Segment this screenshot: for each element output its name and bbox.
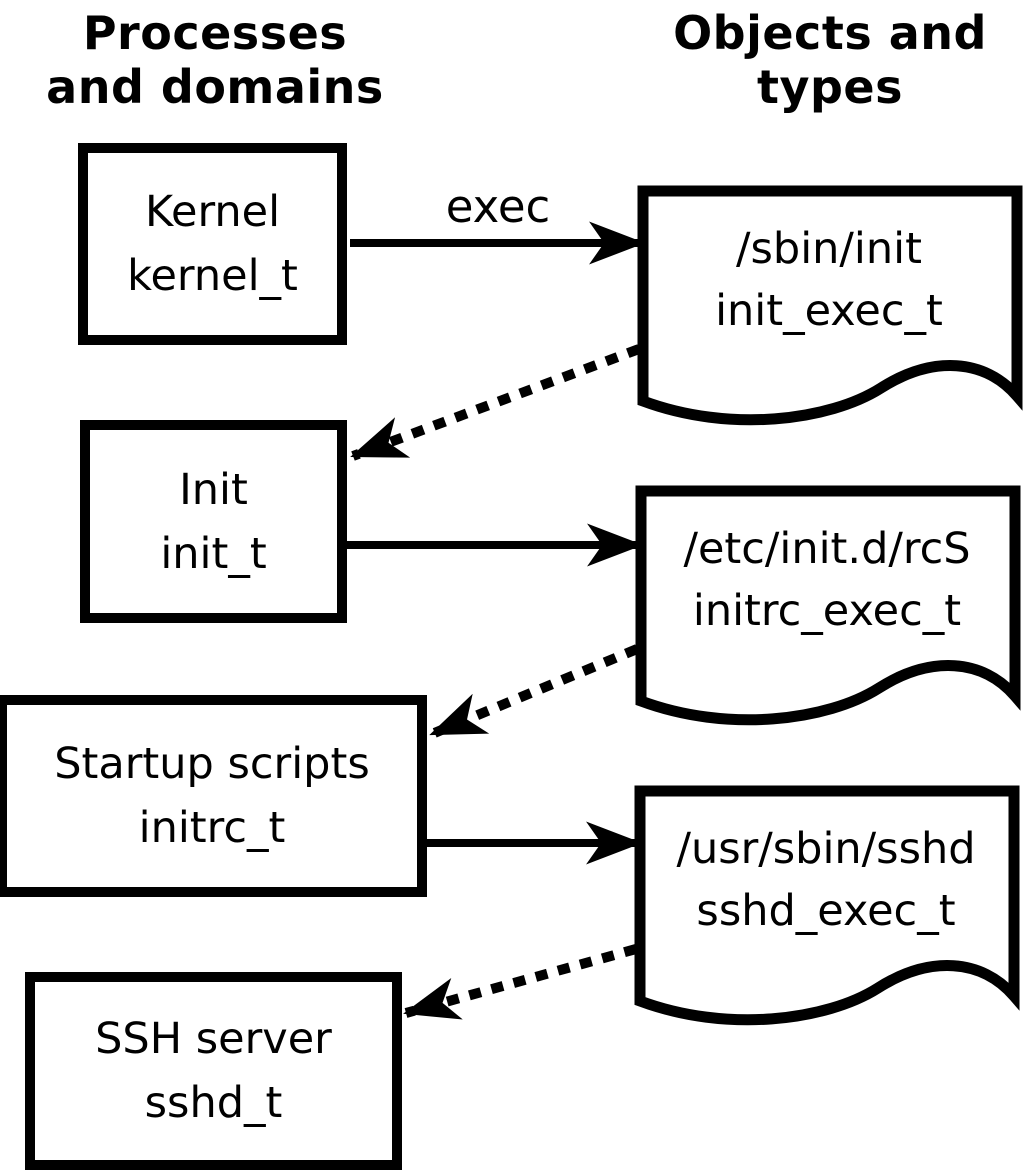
object-type: init_exec_t [715, 286, 943, 336]
process-box-kernel: Kernel kernel_t [78, 143, 347, 345]
object-doc-etc-initd-rcs: /etc/init.d/rcS initrc_exec_t [637, 518, 1017, 642]
transition-arrow-rcs-to-startup-scripts [429, 644, 639, 739]
exec-arrow-label: exec [445, 180, 551, 233]
objects-column-header: Objects and types [673, 6, 987, 114]
processes-column-header: Processes and domains [46, 6, 384, 114]
object-type: initrc_exec_t [692, 586, 962, 636]
object-doc-sbin-init: /sbin/init init_exec_t [639, 218, 1019, 342]
process-box-init: Init init_t [80, 420, 347, 623]
object-path: /etc/init.d/rcS [683, 524, 971, 574]
process-name: SSH server [95, 1014, 332, 1064]
object-path: /usr/sbin/sshd [676, 824, 976, 874]
transition-arrow-sshd-to-ssh-server [403, 944, 638, 1020]
object-doc-shape-sbin-init [637, 185, 1023, 426]
object-doc-shape-etc-initd-rcs [635, 485, 1021, 726]
process-domain: kernel_t [127, 251, 298, 301]
object-doc-shape-usr-sbin-sshd [634, 785, 1020, 1026]
process-name: Kernel [144, 187, 281, 237]
transition-arrow-sbin-init-to-init [350, 344, 641, 461]
process-domain: sshd_t [144, 1078, 283, 1128]
process-box-startup-scripts: Startup scripts initrc_t [0, 695, 427, 897]
process-domain: init_t [160, 528, 267, 579]
object-doc-usr-sbin-sshd: /usr/sbin/sshd sshd_exec_t [636, 818, 1016, 942]
process-box-ssh-server: SSH server sshd_t [25, 972, 402, 1170]
process-name: Startup scripts [54, 739, 370, 789]
process-name: Init [179, 464, 248, 515]
object-path: /sbin/init [736, 224, 922, 274]
process-domain: initrc_t [138, 803, 286, 853]
object-type: sshd_exec_t [696, 886, 956, 936]
